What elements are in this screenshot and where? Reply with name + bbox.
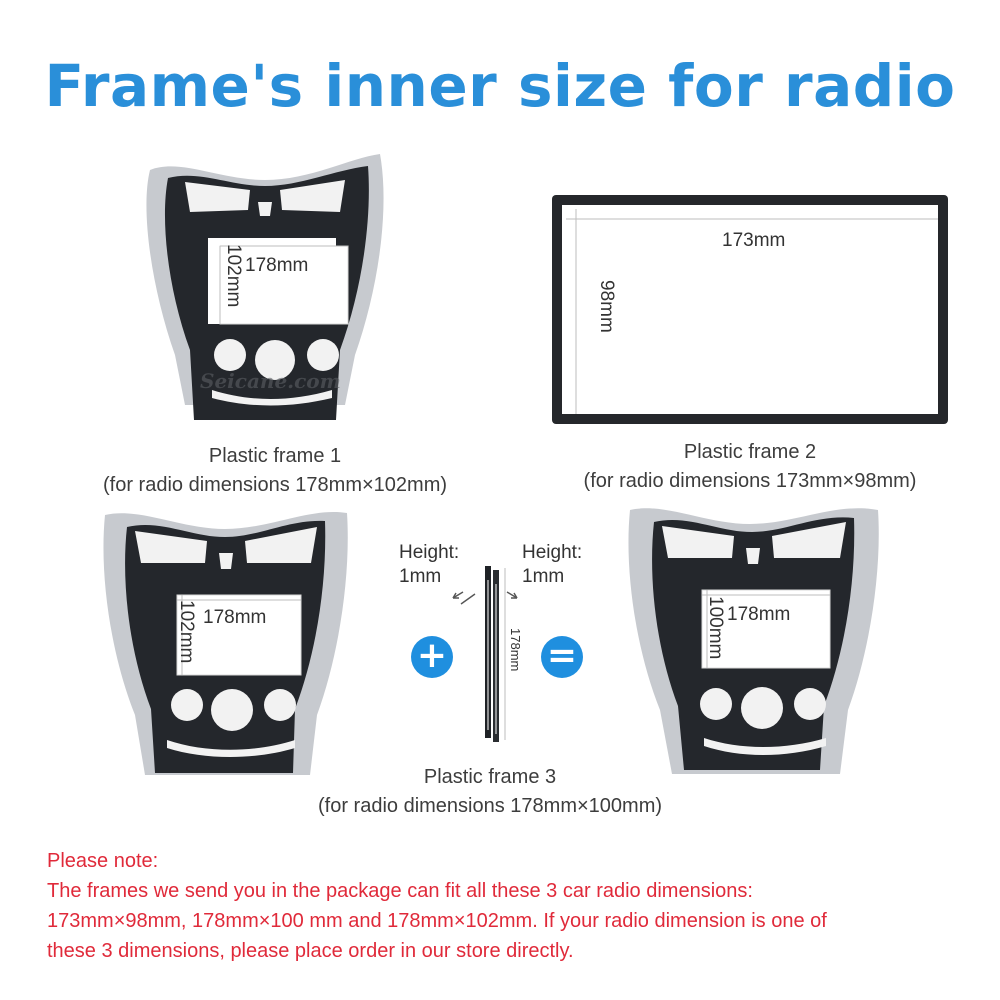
strip-left-height-label: Height: xyxy=(399,542,460,563)
strip-left-height-value: 1mm xyxy=(399,566,442,587)
frame1-caption: Plastic frame 1 (for radio dimensions 17… xyxy=(60,442,490,500)
plastic-frame-2-image xyxy=(552,195,948,424)
note-line-3: these 3 dimensions, please place order i… xyxy=(47,940,574,962)
strip-right-height-value: 1mm xyxy=(522,566,565,587)
plastic-frame-3-left-image xyxy=(103,511,348,775)
frame3-caption-dimensions: (for radio dimensions 178mm×100mm) xyxy=(317,795,663,817)
frame3-left-width-label: 178mm xyxy=(203,607,267,628)
frame2-caption: Plastic frame 2 (for radio dimensions 17… xyxy=(540,438,960,496)
frame3-caption-title: Plastic frame 3 xyxy=(423,766,557,788)
frame3-left-height-label: 102mm xyxy=(176,600,197,664)
frame1-caption-dimensions: (for radio dimensions 178mm×102mm) xyxy=(102,474,448,496)
frame1-height-label: 102mm xyxy=(223,244,244,308)
frame-strips-image xyxy=(452,566,518,742)
watermark-text: Seicane.com xyxy=(200,369,341,393)
plastic-frame-3-right-image xyxy=(628,508,879,774)
frame2-width-label: 173mm xyxy=(722,230,786,251)
frame1-width-label: 178mm xyxy=(245,255,309,276)
equals-icon: = xyxy=(541,636,583,678)
note-line-2: 173mm×98mm, 178mm×100 mm and 178mm×102mm… xyxy=(47,910,827,932)
note-line-1: The frames we send you in the package ca… xyxy=(47,880,753,902)
frame2-caption-title: Plastic frame 2 xyxy=(683,441,817,463)
note-heading: Please note: xyxy=(47,850,159,872)
plastic-frame-1-image: Seicane.com xyxy=(146,154,384,420)
frame1-caption-title: Plastic frame 1 xyxy=(208,445,342,467)
page-title: Frame's inner size for radio xyxy=(44,52,956,120)
frame3-caption: Plastic frame 3 (for radio dimensions 17… xyxy=(270,763,710,821)
frame2-caption-dimensions: (for radio dimensions 173mm×98mm) xyxy=(583,470,917,492)
strip-right-height-label: Height: xyxy=(522,542,583,563)
frame2-height-label: 98mm xyxy=(596,280,617,333)
plus-icon: + xyxy=(411,636,453,678)
strip-length-label: 178mm xyxy=(508,628,523,672)
frame3-right-height-label: 100mm xyxy=(705,596,726,660)
please-note-section: Please note: The frames we send you in t… xyxy=(47,846,977,966)
frame3-right-width-label: 178mm xyxy=(727,604,791,625)
